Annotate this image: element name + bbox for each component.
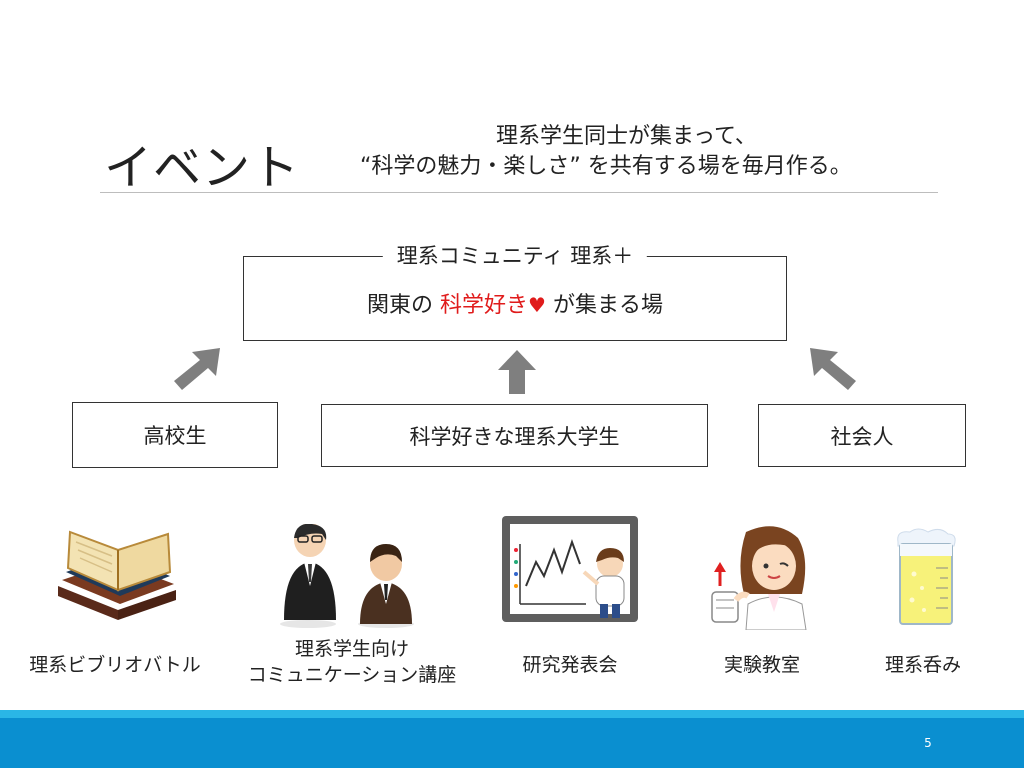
- slide-subtitle: 理系学生同士が集まって、 “科学の魅力・楽しさ” を共有する場を毎月作る。: [360, 122, 960, 182]
- adults-box: 社会人: [758, 404, 966, 467]
- adults-label: 社会人: [830, 424, 894, 449]
- event-label-science-drinks: 理系呑み: [884, 654, 961, 676]
- books-icon: [58, 530, 176, 620]
- event-label-communication-line-1: 理系学生向け: [294, 638, 409, 660]
- arrow-up-left-icon: [810, 348, 856, 390]
- university-label: 科学好きな理系大学生: [409, 424, 620, 449]
- high-school-box: 高校生: [72, 402, 278, 468]
- scientist-woman-icon: [711, 526, 807, 630]
- page-number: 5: [924, 736, 932, 750]
- presentation-board-icon: [502, 516, 638, 622]
- arrow-up-icon: [498, 350, 536, 394]
- community-description: 関東の 科学好き♥ が集まる場: [367, 287, 663, 319]
- event-label-experiment-class: 実験教室: [723, 654, 800, 676]
- community-name: 理系コミュニティ 理系＋: [382, 242, 648, 270]
- subtitle-line-1: 理系学生同士が集まって、: [496, 124, 757, 149]
- businessmen-icon: [280, 524, 414, 628]
- event-label-communication-line-2: コミュニケーション講座: [247, 664, 457, 686]
- community-box: 理系コミュニティ 理系＋ 関東の 科学好き♥ が集まる場: [243, 242, 787, 341]
- footer-bar: [0, 718, 1024, 768]
- university-box: 科学好きな理系大学生: [321, 404, 708, 467]
- heart-icon: ♥: [528, 292, 546, 317]
- arrow-up-right-icon: [174, 348, 220, 390]
- community-body-highlight: 科学好き: [440, 292, 529, 318]
- community-body-prefix: 関東の: [367, 292, 441, 318]
- high-school-label: 高校生: [143, 424, 207, 448]
- title-divider: [100, 192, 938, 193]
- beer-beaker-icon: [897, 528, 956, 625]
- event-label-communication-course: 理系学生向け コミュニケーション講座: [236, 636, 468, 688]
- event-label-biblio-battle: 理系ビブリオバトル: [29, 654, 201, 676]
- footer-stripe: [0, 710, 1024, 718]
- slide-title: イベント: [104, 140, 301, 196]
- community-body-suffix: が集まる場: [545, 292, 663, 318]
- event-label-research-presentation: 研究発表会: [522, 654, 618, 676]
- subtitle-line-2: “科学の魅力・楽しさ” を共有する場を毎月作る。: [360, 154, 852, 179]
